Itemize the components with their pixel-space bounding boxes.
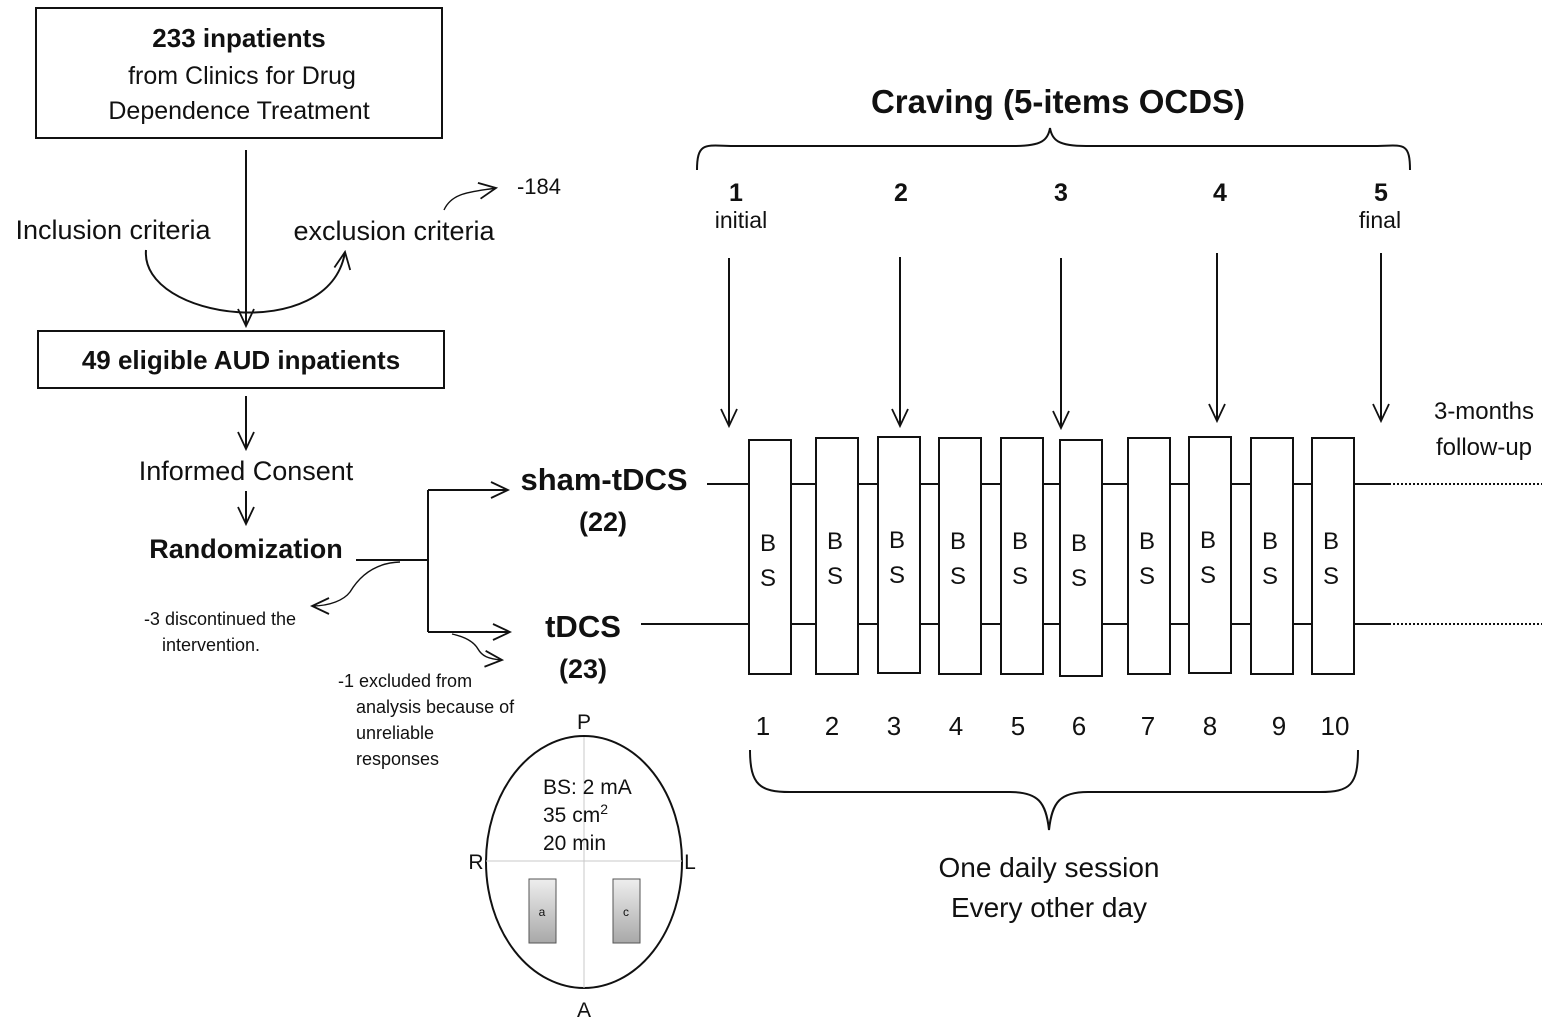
inclusion-criteria-label: Inclusion criteria: [15, 215, 211, 245]
session-block-10: [1311, 437, 1355, 675]
active-arm-n: (23): [559, 654, 607, 684]
session-block-3-label-bottom: S: [889, 562, 905, 589]
session-block-2-label-top: B: [827, 528, 843, 555]
session-block-4-label-top: B: [950, 528, 966, 555]
session-block-4-label-bottom: S: [950, 563, 966, 590]
session-number-8: 8: [1203, 711, 1217, 741]
session-number-10: 10: [1321, 711, 1350, 741]
session-block-7-label-bottom: S: [1139, 563, 1155, 590]
session-block-9-label-bottom: S: [1262, 563, 1278, 590]
session-number-4: 4: [949, 711, 963, 741]
analysis-excluded-line3: unreliable: [356, 723, 434, 743]
eligible-box: [37, 330, 445, 389]
session-block-7: [1127, 437, 1171, 675]
cathode-electrode-label: c: [623, 905, 629, 919]
param-area-superscript: 2: [600, 801, 608, 817]
craving-title: Craving (5-items OCDS): [871, 83, 1245, 120]
session-block-5-label-top: B: [1012, 528, 1028, 555]
eligible-label: 49 eligible AUD inpatients: [82, 345, 400, 375]
sham-arm-n: (22): [579, 507, 627, 537]
session-block-4: [938, 437, 982, 675]
discontinued-line1: -3 discontinued the: [144, 609, 296, 629]
session-number-6: 6: [1072, 711, 1086, 741]
session-block-10-label-top: B: [1323, 528, 1339, 555]
recruitment-count: 233 inpatients: [152, 23, 325, 53]
head-right-label: R: [468, 851, 483, 874]
analysis-excluded-arrow: [451, 633, 502, 660]
analysis-excluded-line2: analysis because of: [356, 697, 515, 717]
session-block-3: [877, 436, 921, 674]
followup-line1: 3-months: [1434, 398, 1534, 425]
analysis-excluded-line1: -1 excluded from: [338, 671, 472, 691]
craving-point-1-number: 1: [729, 179, 743, 207]
session-block-2-label-bottom: S: [827, 563, 843, 590]
session-block-1: [748, 439, 792, 675]
randomization-label: Randomization: [149, 534, 343, 564]
head-left-label: L: [684, 851, 696, 874]
cathode-electrode: [612, 878, 641, 944]
session-block-1-label-top: B: [760, 530, 776, 557]
active-arm-label: tDCS: [545, 609, 621, 644]
sham-arm-label: sham-tDCS: [520, 462, 687, 497]
discontinued-arrow: [312, 561, 401, 606]
recruitment-source-line1: from Clinics for Drug: [128, 62, 356, 90]
session-block-2: [815, 437, 859, 675]
exclusion-criteria-label: exclusion criteria: [293, 216, 495, 246]
session-block-8-label-bottom: S: [1200, 562, 1216, 589]
excluded-count: -184: [517, 174, 561, 199]
param-duration: 20 min: [543, 832, 606, 855]
craving-point-2-number: 2: [894, 179, 908, 207]
craving-brace: [696, 127, 1411, 171]
session-block-1-label-bottom: S: [760, 565, 776, 592]
schedule-line1: One daily session: [938, 852, 1159, 883]
param-area: 35 cm2: [543, 801, 608, 827]
session-number-3: 3: [887, 711, 901, 741]
session-number-2: 2: [825, 711, 839, 741]
session-block-6: [1059, 439, 1103, 677]
session-block-10-label-bottom: S: [1323, 563, 1339, 590]
analysis-excluded-line4: responses: [356, 749, 439, 769]
anode-electrode: [528, 878, 557, 944]
session-block-8: [1188, 436, 1232, 674]
session-number-5: 5: [1011, 711, 1025, 741]
session-block-6-label-bottom: S: [1071, 565, 1087, 592]
param-current: BS: 2 mA: [543, 776, 632, 799]
session-block-5: [1000, 437, 1044, 675]
recruitment-source-line2: Dependence Treatment: [108, 97, 369, 125]
session-number-1: 1: [756, 711, 770, 741]
craving-points: 1 initial 2 3 4 5 final: [715, 179, 1401, 428]
followup-line2: follow-up: [1436, 434, 1532, 461]
informed-consent-label: Informed Consent: [139, 456, 354, 486]
head-anterior-label: A: [577, 999, 591, 1022]
session-block-9-label-top: B: [1262, 528, 1278, 555]
craving-point-5-label: final: [1359, 207, 1401, 233]
sessions-brace: [749, 749, 1359, 831]
craving-point-5-number: 5: [1374, 179, 1388, 207]
session-block-8-label-top: B: [1200, 527, 1216, 554]
session-block-3-label-top: B: [889, 527, 905, 554]
anode-electrode-label: a: [539, 905, 546, 919]
craving-point-1-label: initial: [715, 207, 767, 233]
recruitment-box: [35, 7, 443, 139]
head-posterior-label: P: [577, 711, 591, 734]
craving-point-4-number: 4: [1213, 179, 1227, 207]
session-number-9: 9: [1272, 711, 1286, 741]
schedule-line2: Every other day: [951, 892, 1147, 923]
discontinued-line2: intervention.: [162, 635, 260, 655]
session-block-9: [1250, 437, 1294, 675]
session-number-7: 7: [1141, 711, 1155, 741]
exclusion-arrow: [443, 188, 496, 211]
craving-point-3-number: 3: [1054, 179, 1068, 207]
session-block-6-label-top: B: [1071, 530, 1087, 557]
screening-curve: [144, 250, 345, 314]
session-block-7-label-top: B: [1139, 528, 1155, 555]
session-block-5-label-bottom: S: [1012, 563, 1028, 590]
